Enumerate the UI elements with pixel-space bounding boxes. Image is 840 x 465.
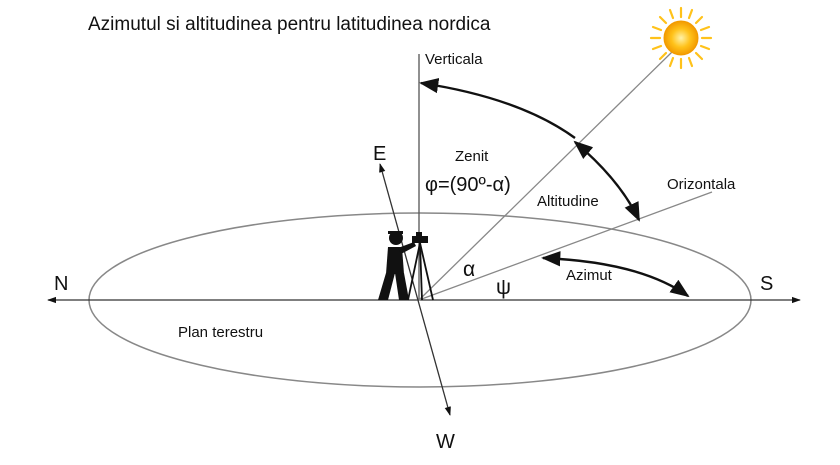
diagram-title: Azimutul si altitudinea pentru latitudin… — [88, 14, 491, 35]
surveyor-with-theodolite-icon — [378, 231, 434, 301]
sun-icon — [649, 6, 713, 70]
west-label: W — [436, 431, 455, 453]
horizontal-line — [418, 191, 713, 301]
south-label: S — [760, 273, 773, 295]
altitude-arc — [573, 140, 641, 222]
east-west-axis — [379, 163, 451, 416]
ground-plane-label: Plan terestru — [178, 324, 263, 341]
psi-label: ψ — [496, 276, 511, 299]
azimuth-label: Azimut — [566, 267, 613, 284]
altitude-label: Altitudine — [537, 193, 599, 210]
sun-line — [418, 51, 673, 301]
vertical-label: Verticala — [425, 51, 483, 68]
alpha-label: α — [463, 258, 475, 281]
east-label: E — [373, 143, 386, 165]
zenith-formula-label: φ=(90º-α) — [425, 174, 511, 196]
zenith-label: Zenit — [455, 148, 489, 165]
azimuth-arc — [541, 251, 690, 298]
zenith-arc — [419, 77, 576, 139]
horizontal-label: Orizontala — [667, 176, 736, 193]
north-label: N — [54, 273, 68, 295]
